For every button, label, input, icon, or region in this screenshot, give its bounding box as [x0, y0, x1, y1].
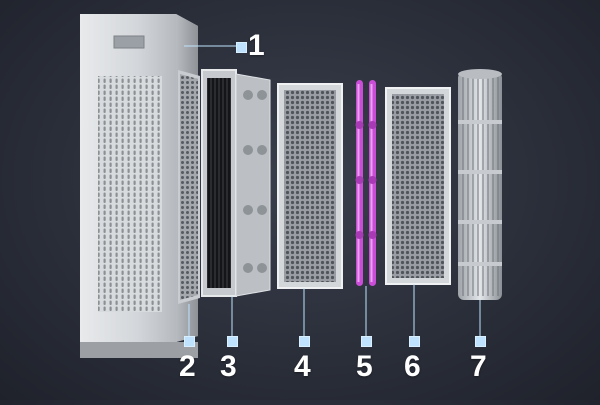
callout-marker-5: [361, 336, 372, 347]
prefilter-panel: [178, 70, 200, 304]
mesh-filter-6: [386, 88, 450, 284]
callout-label-4: 4: [294, 352, 311, 382]
callout-marker-3: [227, 336, 238, 347]
callout-marker-1: [236, 42, 247, 53]
callout-marker-2: [184, 336, 195, 347]
crossflow-fan: [458, 69, 502, 300]
callout-marker-7: [475, 336, 486, 347]
mesh-filter-4: [278, 84, 342, 288]
callout-marker-4: [299, 336, 310, 347]
callout-label-1: 1: [248, 31, 265, 61]
callout-label-2: 2: [179, 352, 196, 382]
callout-marker-6: [409, 336, 420, 347]
callout-label-6: 6: [404, 352, 421, 382]
callout-label-5: 5: [356, 352, 373, 382]
callout-label-7: 7: [470, 352, 487, 382]
carbon-filter-module: [202, 70, 270, 296]
uv-lamps: [356, 80, 377, 286]
callout-label-3: 3: [220, 352, 237, 382]
